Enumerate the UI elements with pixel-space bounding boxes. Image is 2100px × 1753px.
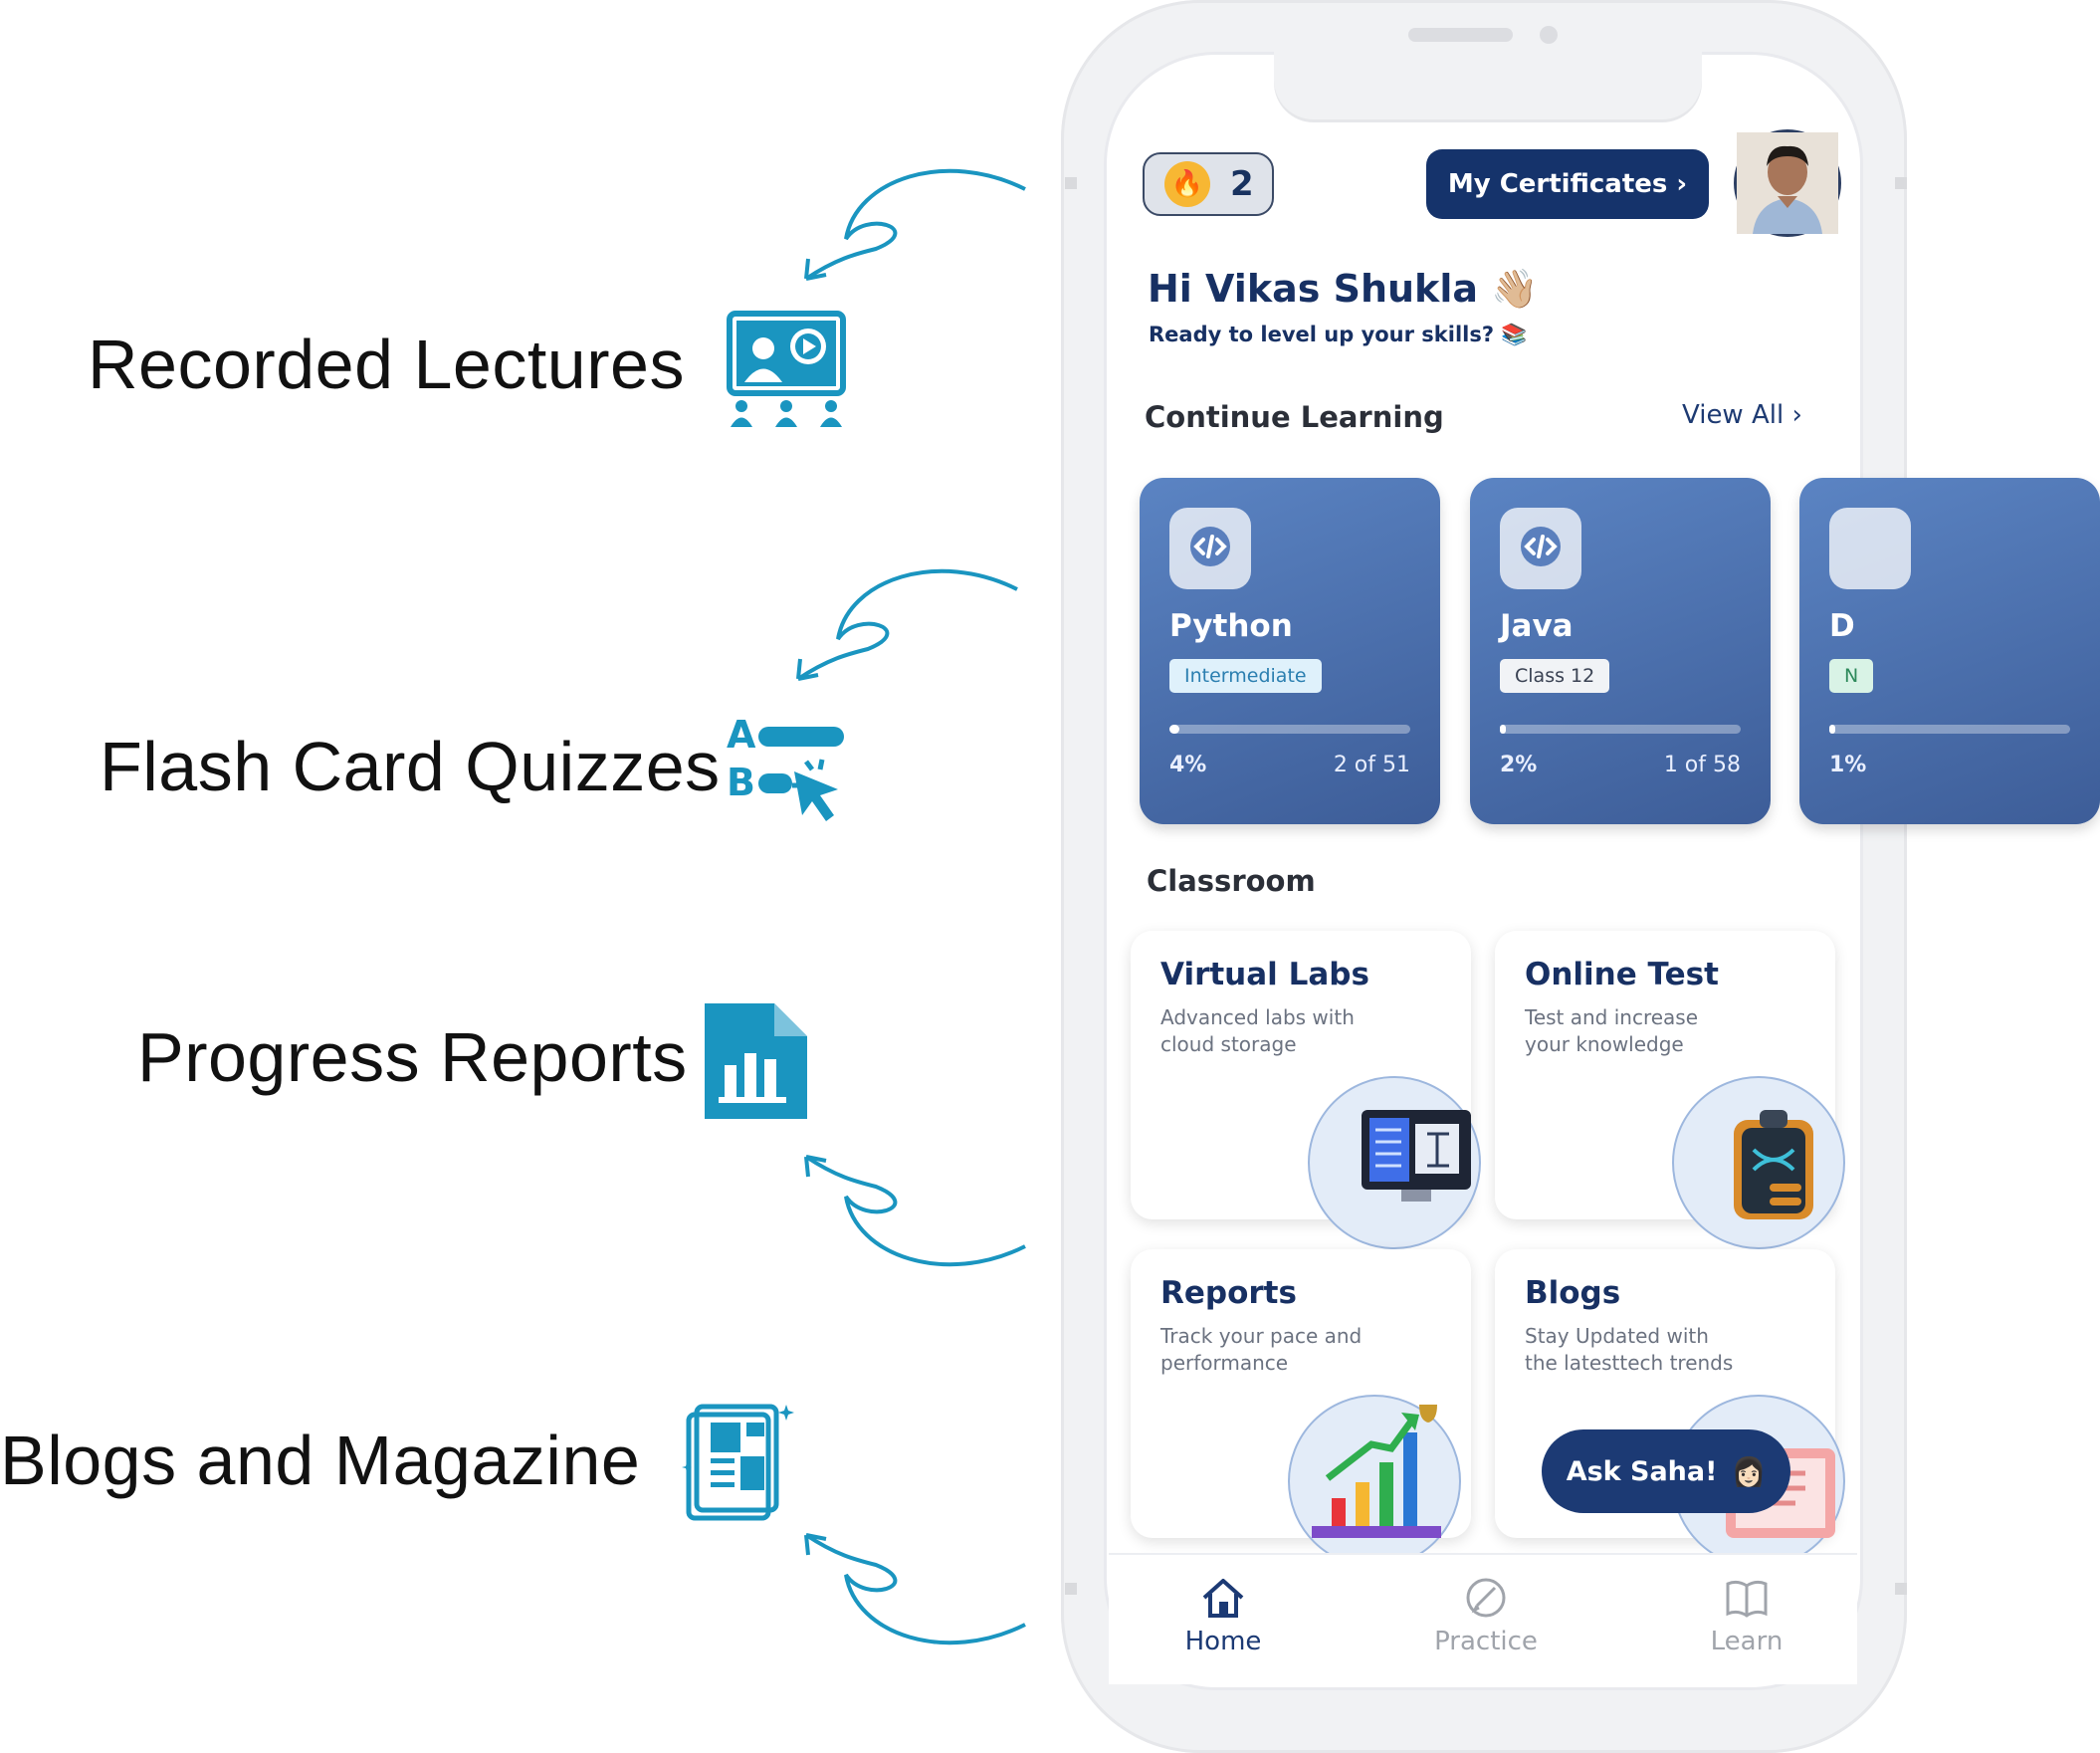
reports-tile[interactable]: Reports Track your pace and performance bbox=[1131, 1249, 1471, 1568]
svg-text:B: B bbox=[727, 761, 755, 804]
ask-saha-label: Ask Saha! bbox=[1566, 1455, 1718, 1487]
course-name: Python bbox=[1169, 608, 1293, 644]
progress-percent: 1% bbox=[1829, 753, 1867, 777]
nav-label: Practice bbox=[1434, 1627, 1538, 1656]
side-button bbox=[1895, 1583, 1907, 1595]
tile-description: Track your pace and performance bbox=[1160, 1324, 1363, 1375]
side-button bbox=[1065, 177, 1077, 189]
progress-percent: 2% bbox=[1500, 753, 1538, 777]
clipboard-test-icon bbox=[1734, 1110, 1813, 1219]
tile-title: Reports bbox=[1160, 1275, 1297, 1311]
tile-description: Test and increase your knowledge bbox=[1525, 1005, 1699, 1056]
tile-title: Blogs bbox=[1525, 1275, 1621, 1311]
course-level-badge: Class 12 bbox=[1500, 659, 1610, 693]
nav-label: Learn bbox=[1710, 1627, 1784, 1656]
course-card-java[interactable]: Java Class 12 2% 1 of 58 bbox=[1470, 478, 1771, 824]
course-card-clip: D N 1% bbox=[1799, 478, 2100, 824]
course-level-badge: N bbox=[1829, 659, 1874, 693]
progress-count: 1 of 58 bbox=[1663, 753, 1741, 777]
growth-chart-icon bbox=[1312, 1405, 1441, 1538]
svg-text:A: A bbox=[727, 713, 756, 757]
side-button bbox=[1065, 1583, 1077, 1595]
phone-speaker bbox=[1408, 28, 1513, 42]
code-icon bbox=[1169, 508, 1251, 589]
home-icon bbox=[1202, 1579, 1244, 1618]
greeting-title: Hi Vikas Shukla 👋🏼 bbox=[1148, 267, 1539, 311]
feature-progress-reports: Progress Reports bbox=[137, 1018, 688, 1096]
classroom-title: Classroom bbox=[1147, 864, 1316, 898]
report-document-icon bbox=[705, 1003, 807, 1119]
quiz-icon: A B bbox=[727, 713, 844, 821]
my-certificates-button[interactable]: My Certificates › bbox=[1426, 149, 1709, 219]
presentation-icon bbox=[727, 311, 846, 427]
practice-icon bbox=[1466, 1578, 1506, 1618]
code-icon bbox=[1500, 508, 1581, 589]
greeting-subtitle: Ready to level up your skills? 📚 bbox=[1149, 323, 1528, 346]
virtual-labs-tile[interactable]: Virtual Labs Advanced labs with cloud st… bbox=[1131, 931, 1481, 1249]
assistant-avatar-icon: 👩🏻 bbox=[1731, 1454, 1767, 1488]
phone-camera bbox=[1540, 26, 1558, 44]
feature-flash-card-quizzes: Flash Card Quizzes bbox=[100, 728, 721, 805]
tile-description: Advanced labs with cloud storage bbox=[1160, 1005, 1355, 1056]
progress-percent: 4% bbox=[1169, 753, 1207, 777]
bottom-navigation bbox=[1109, 1553, 1857, 1684]
nav-learn[interactable]: Learn bbox=[1677, 1576, 1816, 1656]
curved-arrow-icon bbox=[804, 1533, 1026, 1645]
online-test-tile[interactable]: Online Test Test and increase your knowl… bbox=[1495, 931, 1845, 1249]
progress-bar bbox=[1169, 725, 1410, 734]
course-name: Java bbox=[1500, 608, 1574, 644]
feature-blogs-and-magazine: Blogs and Magazine bbox=[0, 1422, 641, 1499]
view-all-link[interactable]: View All › bbox=[1682, 400, 1802, 430]
streak-badge[interactable]: 🔥 2 bbox=[1143, 152, 1274, 216]
progress-bar bbox=[1829, 725, 2070, 734]
course-level-badge: Intermediate bbox=[1169, 659, 1322, 693]
avatar[interactable] bbox=[1734, 129, 1841, 237]
course-card-partial[interactable]: D N 1% bbox=[1799, 478, 2100, 824]
flame-icon: 🔥 bbox=[1164, 161, 1210, 207]
course-card-python[interactable]: Python Intermediate 4% 2 of 51 bbox=[1140, 478, 1440, 824]
nav-practice[interactable]: Practice bbox=[1416, 1576, 1556, 1656]
progress-bar bbox=[1500, 725, 1741, 734]
ask-saha-button[interactable]: Ask Saha! 👩🏻 bbox=[1542, 1429, 1790, 1513]
magazine-icon bbox=[682, 1404, 794, 1521]
book-icon bbox=[1726, 1580, 1768, 1618]
tile-title: Virtual Labs bbox=[1160, 957, 1369, 992]
curved-arrow-icon bbox=[796, 568, 1018, 681]
progress-count: 2 of 51 bbox=[1333, 753, 1410, 777]
phone-notch bbox=[1274, 52, 1702, 119]
tile-description: Stay Updated with the latesttech trends bbox=[1525, 1324, 1734, 1375]
curved-arrow-icon bbox=[804, 168, 1026, 281]
nav-label: Home bbox=[1184, 1627, 1262, 1656]
nav-home[interactable]: Home bbox=[1154, 1576, 1293, 1656]
curved-arrow-icon bbox=[804, 1155, 1026, 1267]
side-button bbox=[1895, 177, 1907, 189]
user-photo bbox=[1737, 132, 1838, 234]
tile-title: Online Test bbox=[1525, 957, 1719, 992]
course-name: D bbox=[1829, 608, 1855, 644]
code-icon bbox=[1829, 508, 1911, 589]
streak-count: 2 bbox=[1230, 164, 1254, 204]
continue-learning-title: Continue Learning bbox=[1145, 400, 1444, 434]
feature-recorded-lectures: Recorded Lectures bbox=[88, 326, 685, 403]
computer-lab-icon bbox=[1362, 1110, 1471, 1202]
